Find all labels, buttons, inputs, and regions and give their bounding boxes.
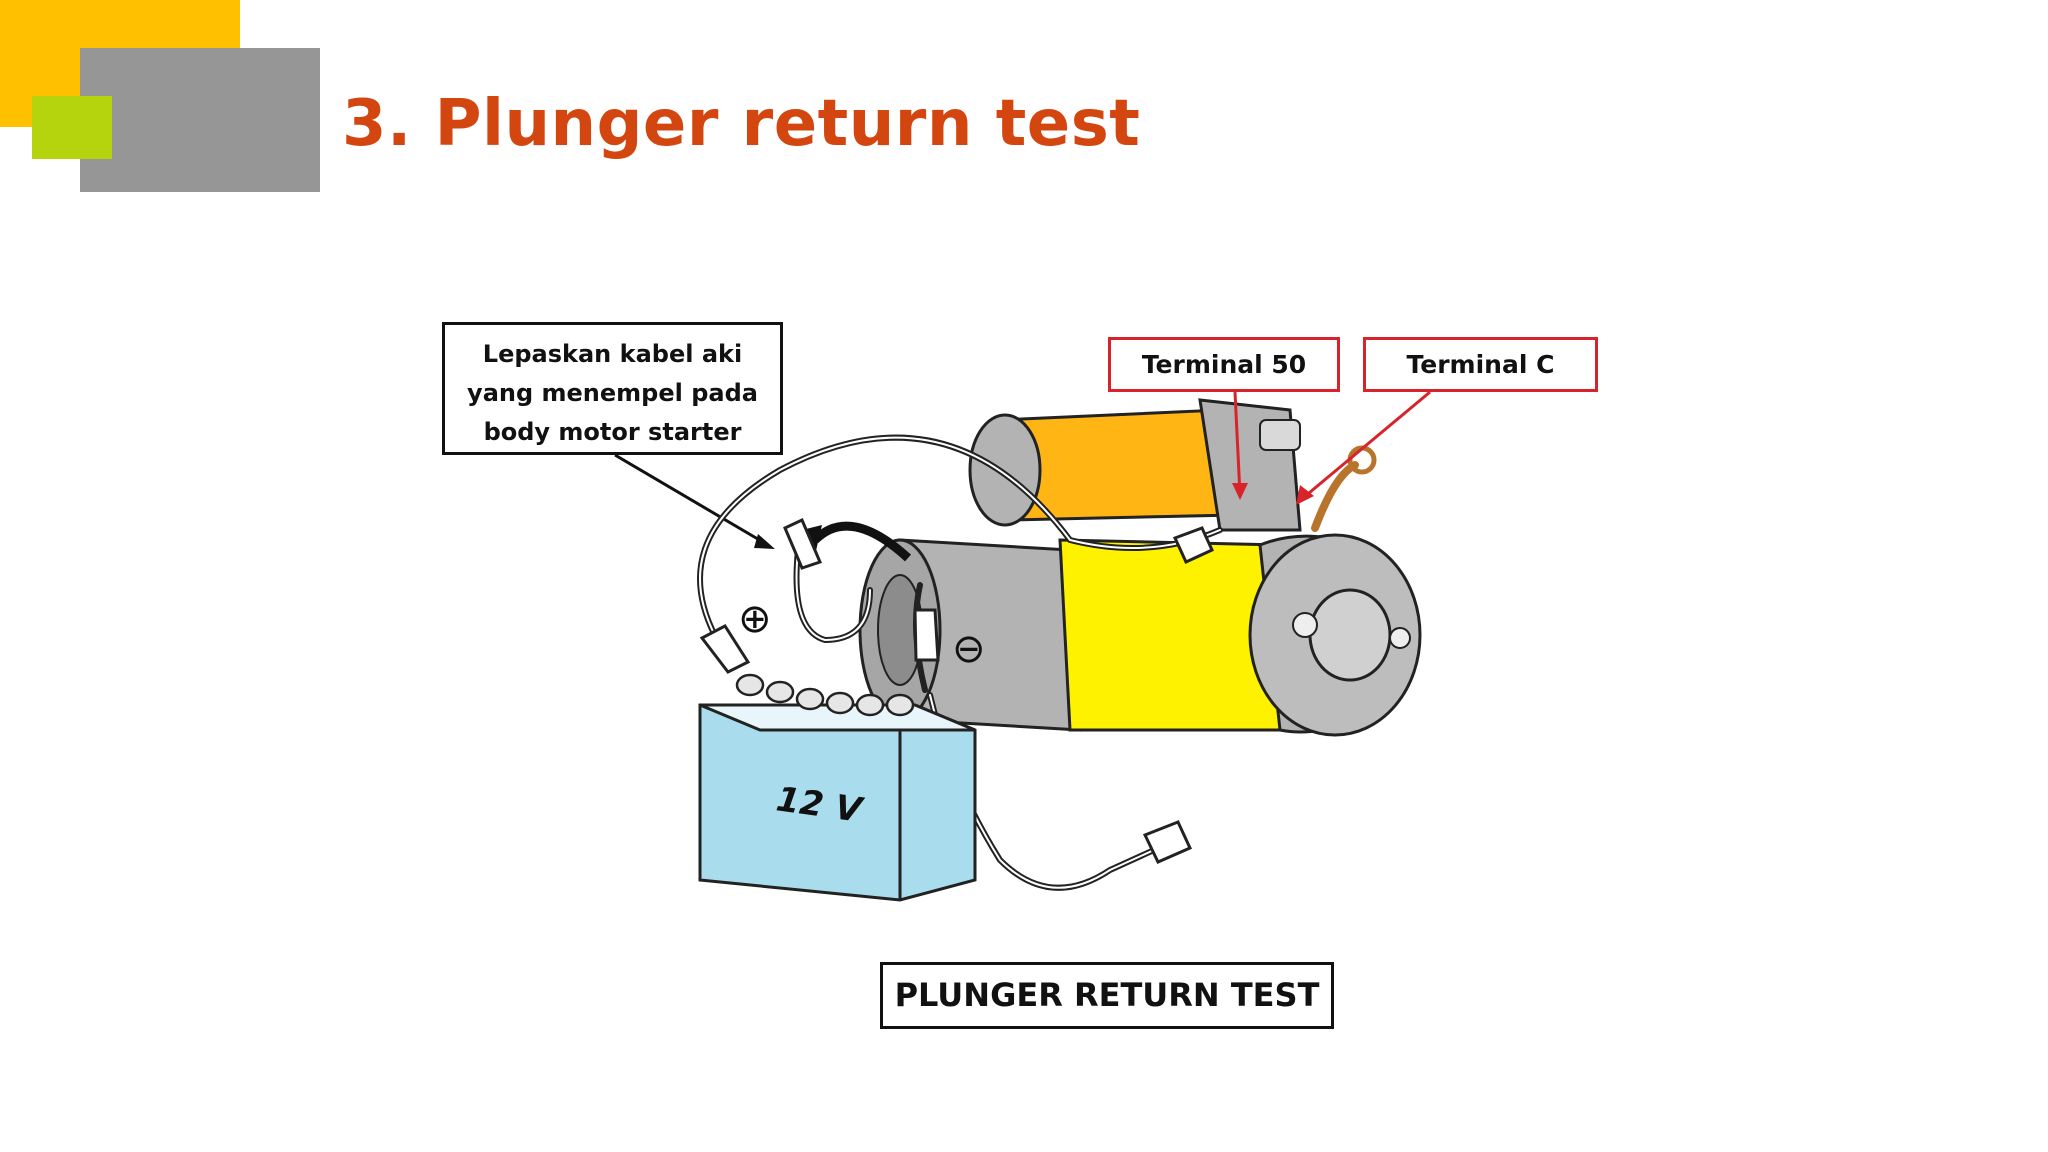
decorative-green-block: [32, 96, 112, 159]
note-line: yang menempel pada: [467, 379, 758, 407]
negative-terminal-symbol: ⊖: [952, 626, 986, 672]
diagram-caption: PLUNGER RETURN TEST: [880, 962, 1334, 1029]
starter-motor: [858, 398, 1422, 737]
note-line: body motor starter: [483, 418, 742, 446]
starter-motor-diagram: 12 V ⊕ ⊖: [614, 390, 1431, 902]
terminal-50-callout: Terminal 50: [1108, 337, 1340, 392]
positive-terminal-symbol: ⊕: [738, 596, 772, 642]
decorative-gray-block: [80, 48, 320, 192]
note-callout: Lepaskan kabel aki yang menempel pada bo…: [442, 322, 783, 455]
note-line: Lepaskan kabel aki: [482, 340, 743, 368]
battery: [698, 673, 977, 902]
terminal-c-callout: Terminal C: [1363, 337, 1598, 392]
alligator-clips: [699, 517, 1214, 864]
slide-title: 3. Plunger return test: [342, 87, 1141, 161]
